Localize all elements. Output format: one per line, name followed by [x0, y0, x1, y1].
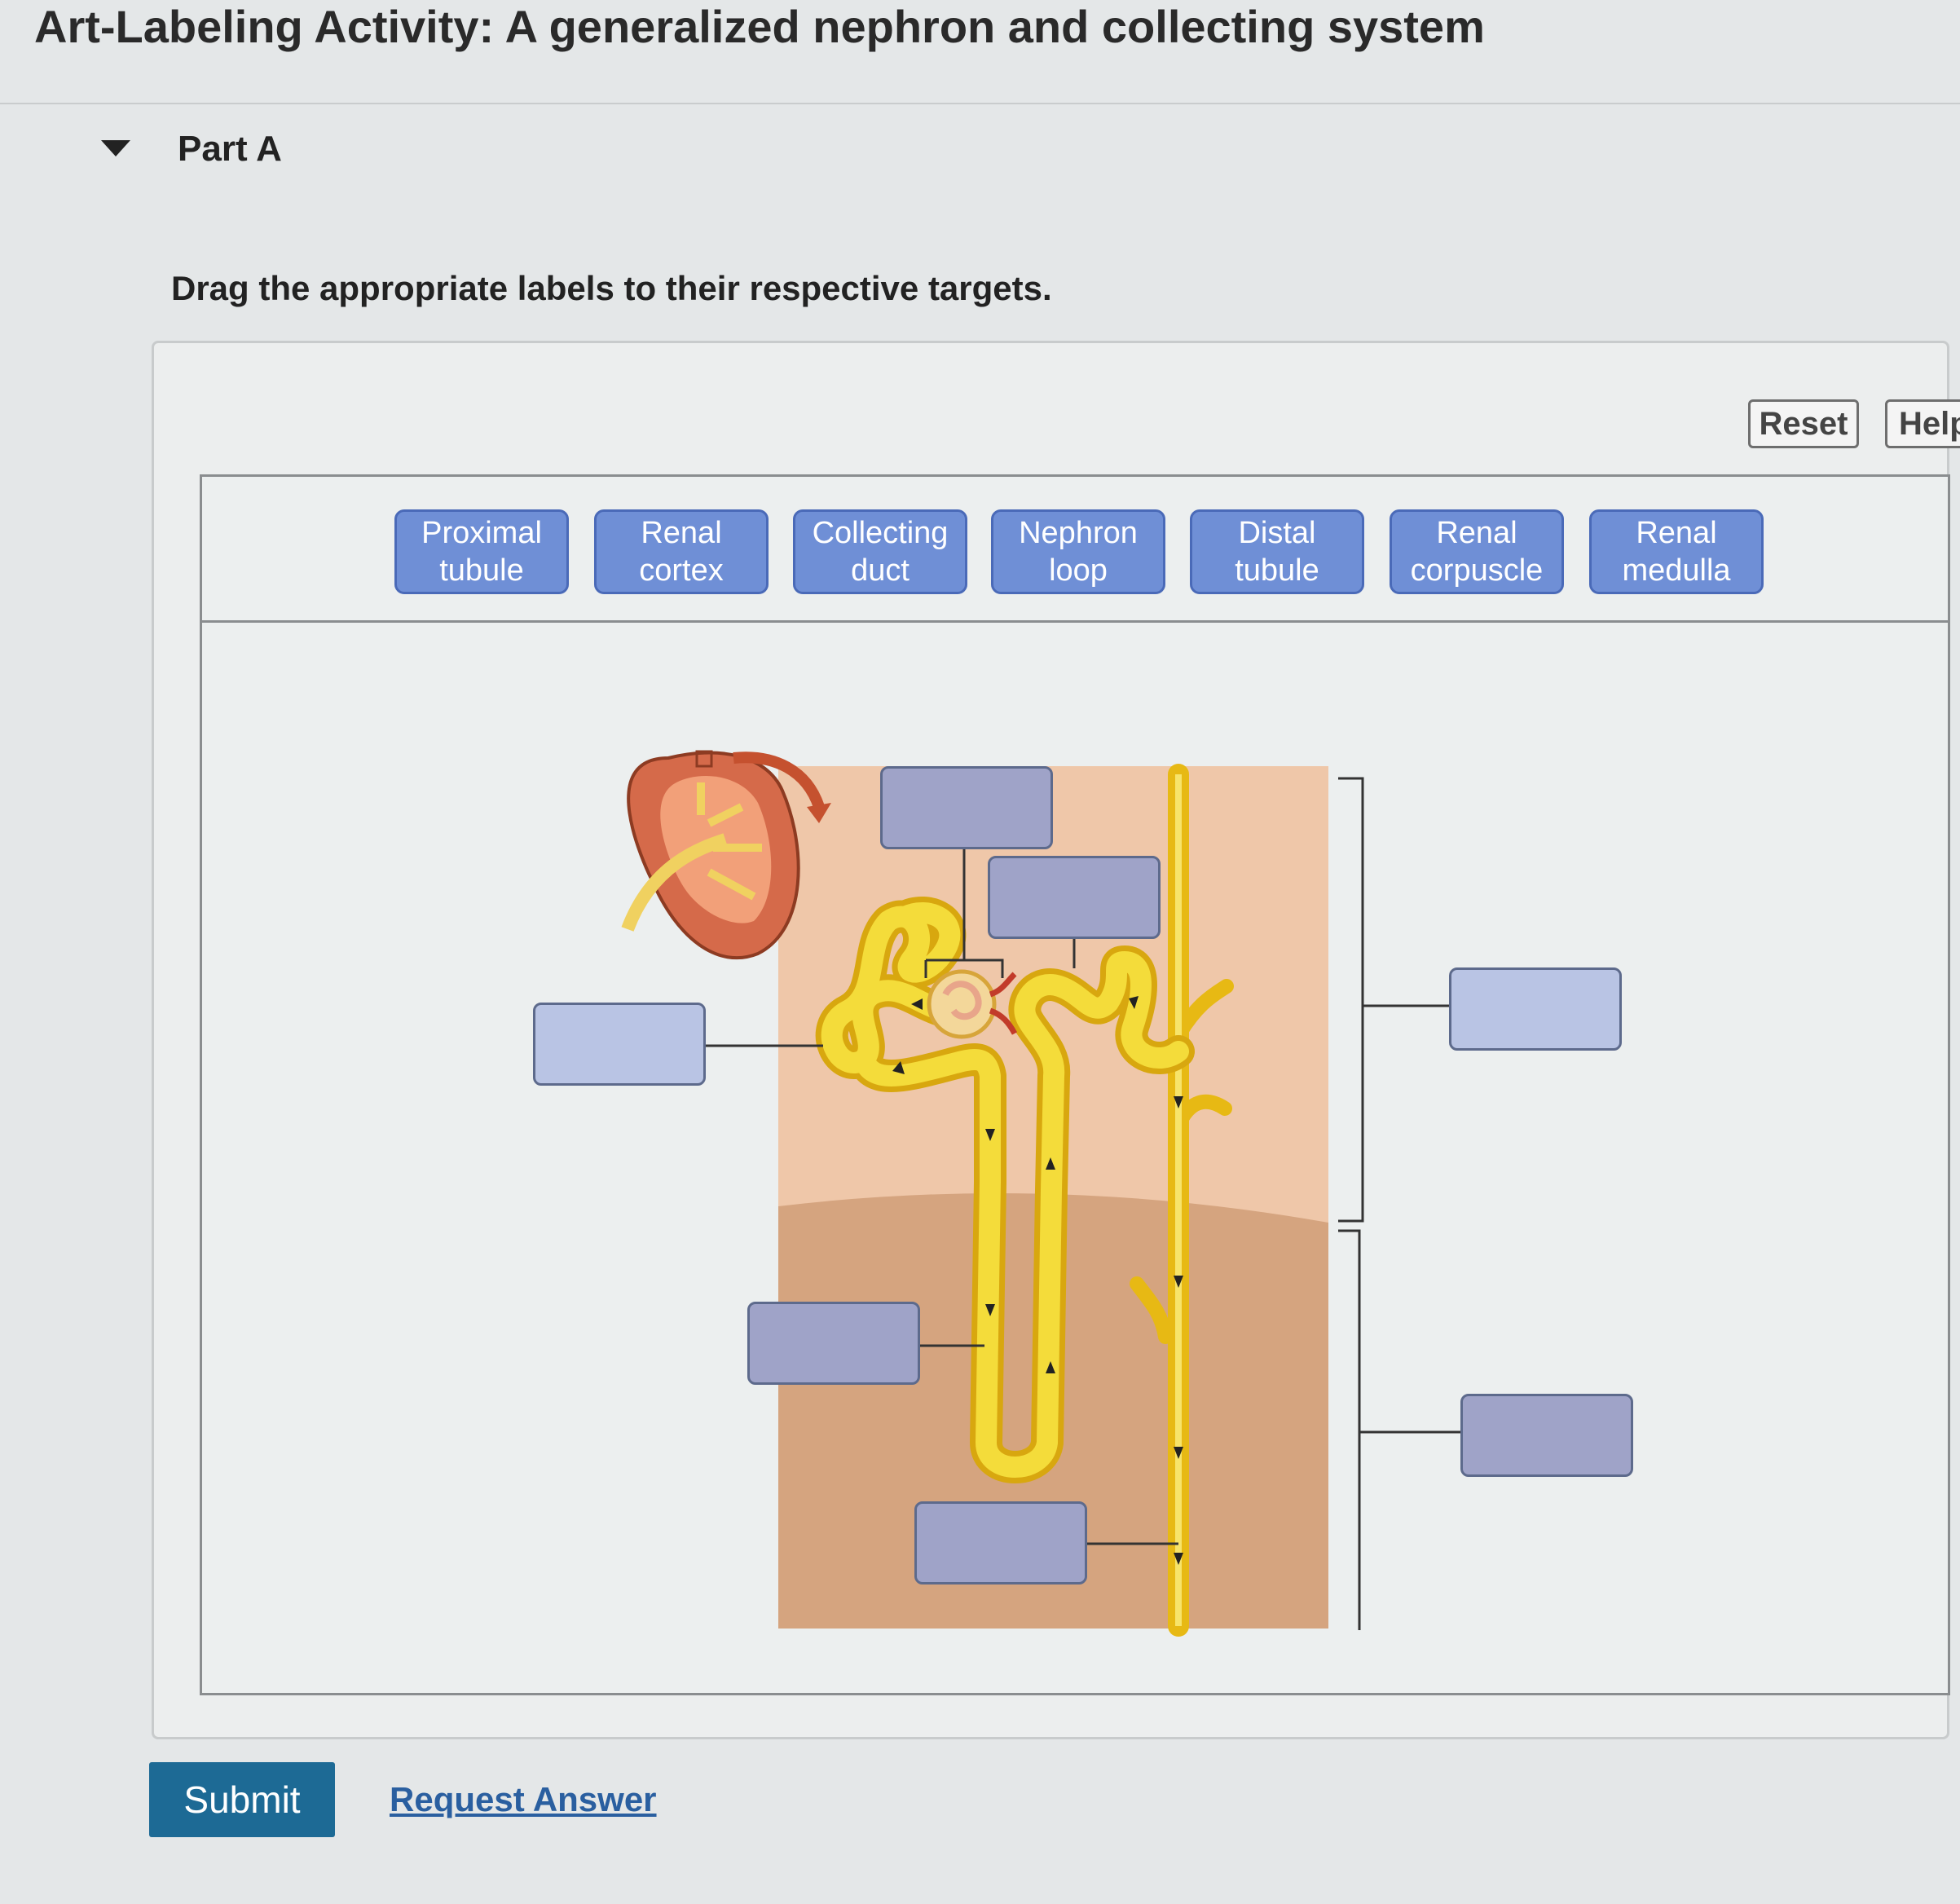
drop-target-5[interactable] [747, 1302, 920, 1385]
kidney-icon [621, 750, 831, 959]
leader-lines [706, 777, 1460, 1630]
label-chip-nephron-loop[interactable]: Nephron loop [991, 509, 1165, 594]
drop-target-7[interactable] [914, 1501, 1087, 1584]
label-chip-collecting-duct[interactable]: Collecting duct [793, 509, 967, 594]
drop-target-2[interactable] [988, 856, 1161, 939]
submit-button[interactable]: Submit [149, 1762, 335, 1837]
nephron-tubule-shape [815, 897, 1195, 1483]
collapse-triangle-icon[interactable] [101, 140, 130, 156]
label-chip-renal-corpuscle[interactable]: Renal corpuscle [1390, 509, 1564, 594]
header-divider [0, 103, 1960, 104]
drop-target-6[interactable] [1460, 1394, 1633, 1477]
label-chip-renal-cortex[interactable]: Renal cortex [594, 509, 769, 594]
label-bank-divider [202, 620, 1948, 623]
label-chip-distal-tubule[interactable]: Distal tubule [1190, 509, 1364, 594]
flow-arrow-icons [892, 996, 1183, 1565]
drop-target-1[interactable] [880, 766, 1053, 849]
reset-button[interactable]: Reset [1748, 399, 1859, 448]
label-chip-proximal-tubule[interactable]: Proximal tubule [394, 509, 569, 594]
glomerulus-shape [927, 969, 1018, 1039]
label-chip-renal-medulla[interactable]: Renal medulla [1589, 509, 1764, 594]
drop-target-4[interactable] [1449, 967, 1622, 1051]
help-button[interactable]: Help [1885, 399, 1960, 448]
instruction-text: Drag the appropriate labels to their res… [171, 269, 1052, 307]
part-title: Part A [178, 129, 282, 169]
drop-target-3[interactable] [533, 1003, 706, 1086]
page-title: Art-Labeling Activity: A generalized nep… [34, 1, 1485, 52]
request-answer-link[interactable]: Request Answer [390, 1780, 657, 1818]
